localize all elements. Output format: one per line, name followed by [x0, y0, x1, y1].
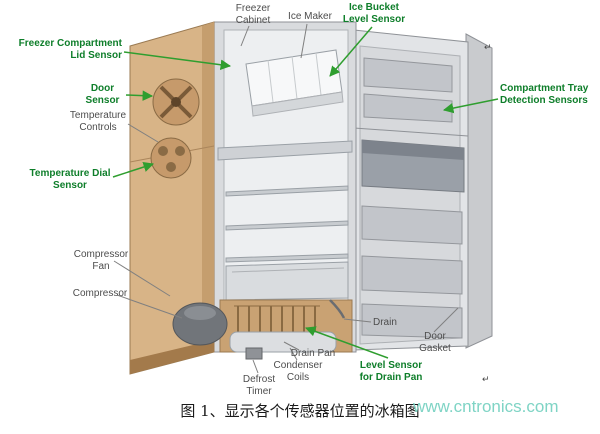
sensor-arrows	[112, 26, 499, 359]
fridge-interior	[217, 29, 353, 301]
label-drain-pan: Drain Pan	[290, 348, 336, 359]
label-condenser-coils: Condenser Coils	[273, 360, 323, 383]
temperature-dial	[150, 137, 192, 179]
label-door-sensor: Door Sensor	[85, 83, 120, 106]
figure-caption: 图 1、显示各个传感器位置的冰箱图	[180, 402, 420, 420]
label-defrost-timer: Defrost Timer	[242, 374, 276, 397]
return-mark-top: ↵	[484, 42, 492, 52]
label-temperature-dial-sensor: Temperature Dial Sensor	[29, 168, 111, 191]
label-compressor: Compressor	[72, 288, 128, 299]
label-compressor-fan: Compressor Fan	[73, 249, 129, 272]
machine-compartment	[172, 299, 353, 360]
label-temperature-controls: Temperature Controls	[69, 110, 127, 133]
label-door-gasket: Door Gasket	[419, 331, 451, 354]
label-ice-bucket-level-sensor: Ice Bucket Level Sensor	[342, 2, 406, 25]
freezer-fan	[152, 78, 200, 126]
watermark: www.cntronics.com	[413, 397, 559, 416]
label-freezer-compartment-lid-sensor: Freezer Compartment Lid Sensor	[18, 38, 122, 61]
label-compartment-tray-detection-sensors: Compartment Tray Detection Sensors	[500, 83, 589, 106]
return-mark-bottom: ↵	[482, 374, 490, 384]
label-freezer-cabinet: Freezer Cabinet	[235, 3, 271, 26]
leader-lines	[113, 23, 459, 374]
label-ice-maker: Ice Maker	[288, 11, 332, 22]
label-drain: Drain	[373, 317, 397, 328]
fridge-door	[353, 29, 493, 351]
label-level-sensor-for-drain-pan: Level Sensor for Drain Pan	[359, 360, 423, 383]
